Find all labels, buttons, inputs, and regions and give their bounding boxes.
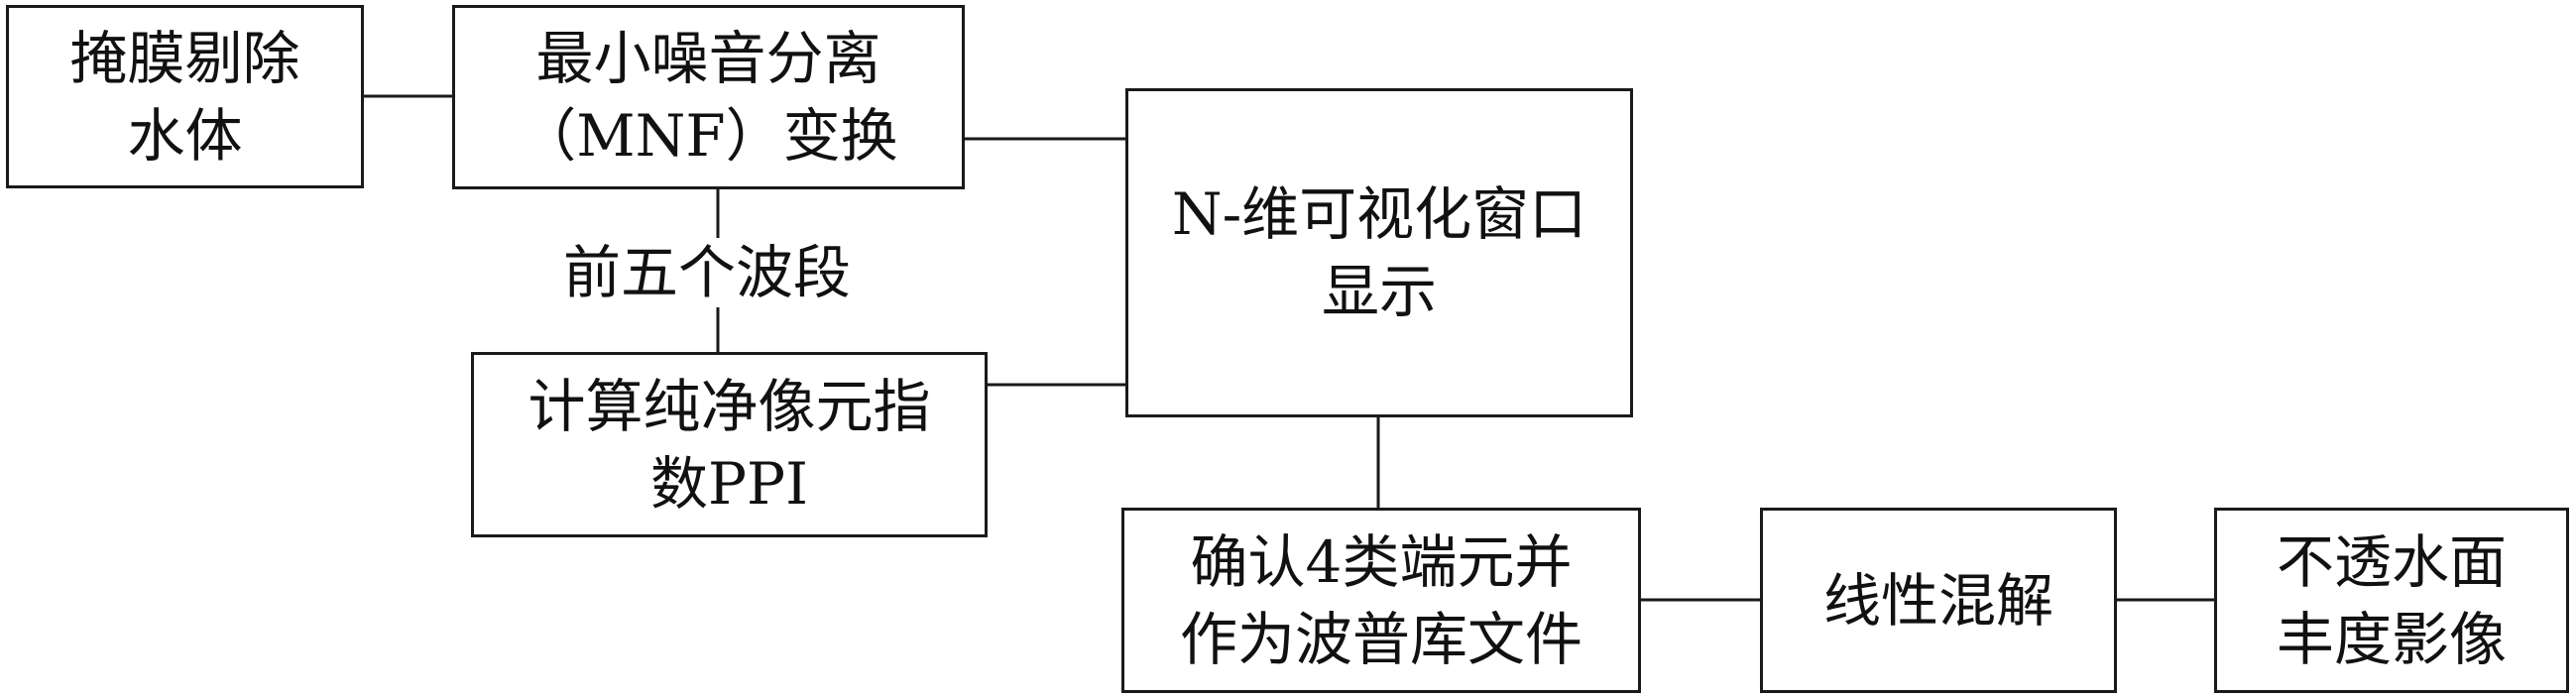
node-ndvis-line1: N-维可视化窗口 xyxy=(1171,180,1587,248)
node-mask-water-line2: 水体 xyxy=(127,101,243,170)
node-linear-unmixing: 线性混解 xyxy=(1760,508,2117,693)
node-endmember-library: 确认4类端元并 作为波普库文件 xyxy=(1121,508,1641,693)
node-output-line1: 不透水面 xyxy=(2276,527,2507,596)
node-mask-water: 掩膜剔除 水体 xyxy=(6,5,364,188)
node-endmember-line2: 作为波普库文件 xyxy=(1179,605,1582,673)
node-ndvis-line2: 显示 xyxy=(1321,258,1437,325)
node-n-dimensional-visualizer: N-维可视化窗口 显示 xyxy=(1125,88,1633,417)
node-mask-water-line1: 掩膜剔除 xyxy=(69,24,300,92)
node-ppi-line1: 计算纯净像元指 xyxy=(527,372,931,440)
node-output-line2: 丰度影像 xyxy=(2276,605,2507,673)
node-endmember-line1: 确认4类端元并 xyxy=(1190,527,1573,596)
node-unmix-line1: 线性混解 xyxy=(1822,566,2053,635)
node-ppi: 计算纯净像元指 数PPI xyxy=(471,352,988,537)
node-ppi-line2: 数PPI xyxy=(650,449,808,518)
node-mnf-line1: 最小噪音分离 xyxy=(535,25,881,92)
edge-label-first-five-bands: 前五个波段 xyxy=(563,238,852,307)
node-impervious-abundance: 不透水面 丰度影像 xyxy=(2214,508,2569,693)
node-mnf-line2: （MNF）变换 xyxy=(519,102,898,170)
node-mnf-transform: 最小噪音分离 （MNF）变换 xyxy=(452,5,965,189)
